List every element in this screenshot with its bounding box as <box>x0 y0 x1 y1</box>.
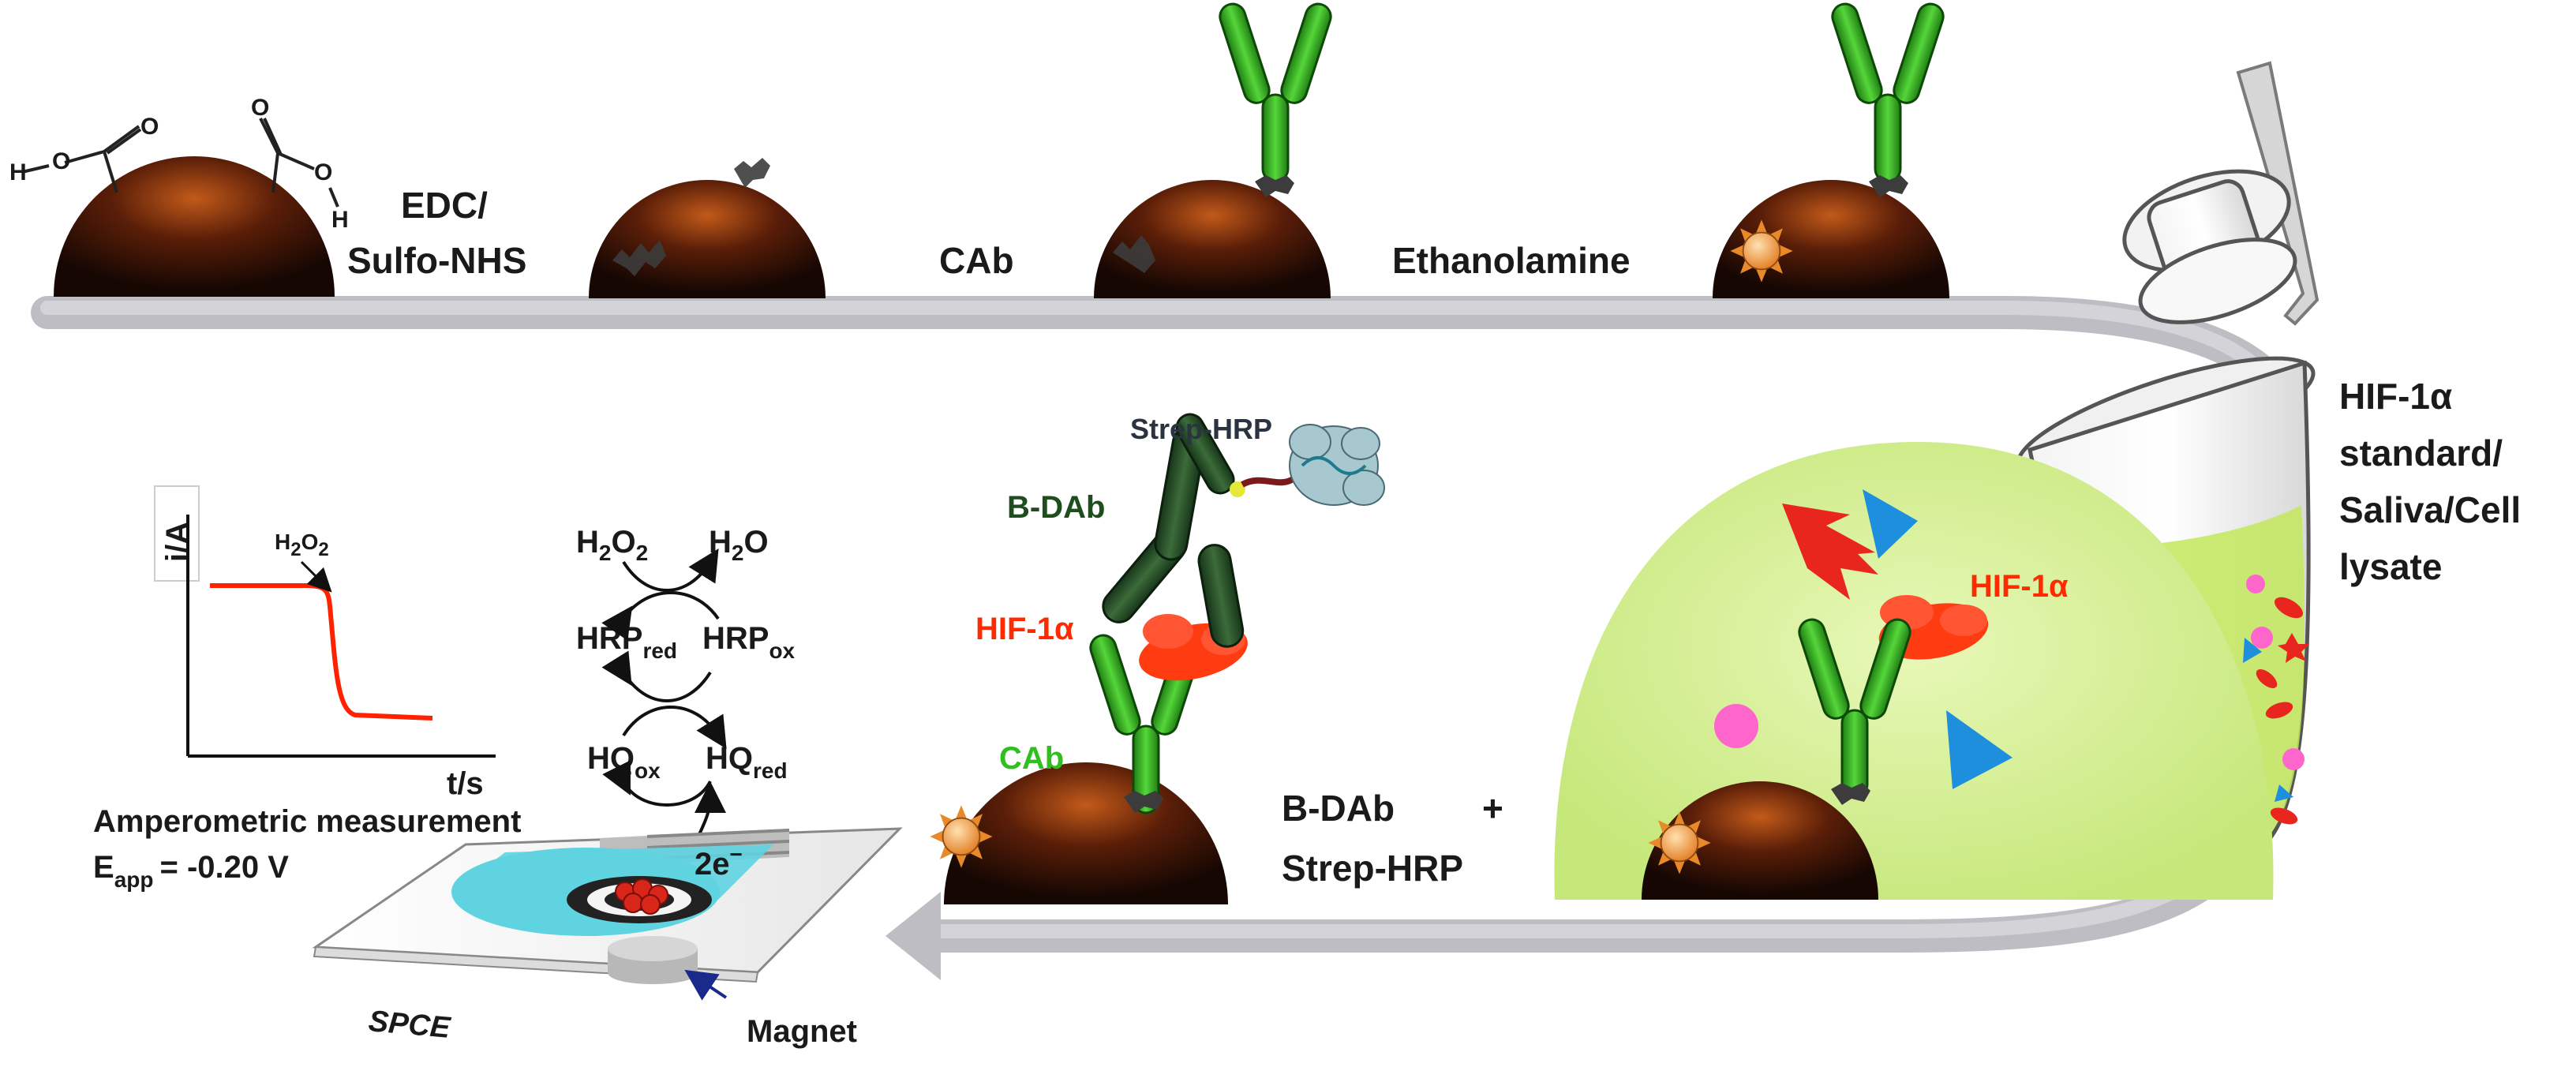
sulfo-nhs-label: Sulfo-NHS <box>347 240 526 281</box>
hrp-red-label: HRPred <box>576 621 677 663</box>
strep-hrp-icon <box>1230 424 1385 506</box>
bead-blocked <box>1713 0 1949 298</box>
h2o2-note: H2O2 <box>275 530 329 560</box>
bead-activated <box>589 158 826 298</box>
hrp-ox-label: HRPox <box>702 621 796 663</box>
interferent-star-icon <box>1782 504 1878 600</box>
edc-label: EDC/ <box>401 185 488 226</box>
capture-antibody-icon <box>1215 0 1335 183</box>
interferent-circle-icon <box>1714 704 1758 748</box>
sample-label-line4: lysate <box>2339 546 2442 587</box>
cab-complex-label: CAb <box>999 741 1064 776</box>
h2o-label: H2O <box>709 525 769 565</box>
bead-capture-antibody <box>1094 0 1335 298</box>
strep-hrp-step-label: Strep-HRP <box>1282 848 1463 889</box>
interferent-triangle-icon <box>1946 710 2012 789</box>
current-trace <box>210 583 433 721</box>
hq-ox-label: HQox <box>587 741 661 783</box>
hq-red-label: HQred <box>706 741 788 783</box>
svg-text:H: H <box>331 207 349 233</box>
h2o2-label: H2O2 <box>576 525 648 565</box>
redox-cycle: H2O2 H2O HRPred HRPox HQox HQred <box>576 525 796 869</box>
ethanolamine-label: Ethanolamine <box>1392 240 1631 281</box>
spce-electrode: 2e− <box>312 827 903 984</box>
carboxyl-group-icon <box>21 118 339 208</box>
spce-label: SPCE <box>367 1005 452 1045</box>
sample-label-line1: HIF-1α <box>2339 376 2452 417</box>
amperometric-plot: i/A H2O2 t/s <box>154 485 496 801</box>
hif-complex-label: HIF-1α <box>975 612 1074 646</box>
sample-label-line2: standard/ <box>2339 432 2503 474</box>
magnet-label: Magnet <box>747 1014 857 1049</box>
plot-x-label: t/s <box>447 766 484 801</box>
svg-text:O: O <box>251 95 269 121</box>
amperometric-label: Amperometric measurement <box>93 804 521 839</box>
plus-sign: + <box>1482 788 1503 829</box>
strep-hrp-label: Strep-HRP <box>1130 413 1272 445</box>
svg-text:H: H <box>9 159 27 185</box>
bdab-step-label: B-DAb <box>1282 788 1395 829</box>
sandwich-complex <box>929 413 1385 904</box>
cab-step-label: CAb <box>939 240 1014 281</box>
magnetic-beads-icon <box>615 878 668 915</box>
eapp-label: Eapp= -0.20 V <box>93 850 289 892</box>
sample-label-line3: Saliva/Cell <box>2339 489 2521 530</box>
bead-carboxyl: H O O O O H <box>9 95 349 297</box>
track-arrowhead <box>886 892 941 980</box>
incubation-sample-region <box>1554 442 2274 900</box>
detection-antibody-icon <box>1102 413 1245 648</box>
bdab-label: B-DAb <box>1007 490 1105 525</box>
interferent-triangle-icon <box>1863 489 1918 559</box>
capture-antibody-icon <box>1828 0 1948 183</box>
svg-text:O: O <box>140 114 159 140</box>
plot-y-label: i/A <box>160 522 195 562</box>
two-electron-label: 2e− <box>695 842 743 882</box>
svg-text:O: O <box>314 159 332 185</box>
hif-bowl-label: HIF-1α <box>1970 569 2069 604</box>
svg-text:O: O <box>52 148 70 174</box>
